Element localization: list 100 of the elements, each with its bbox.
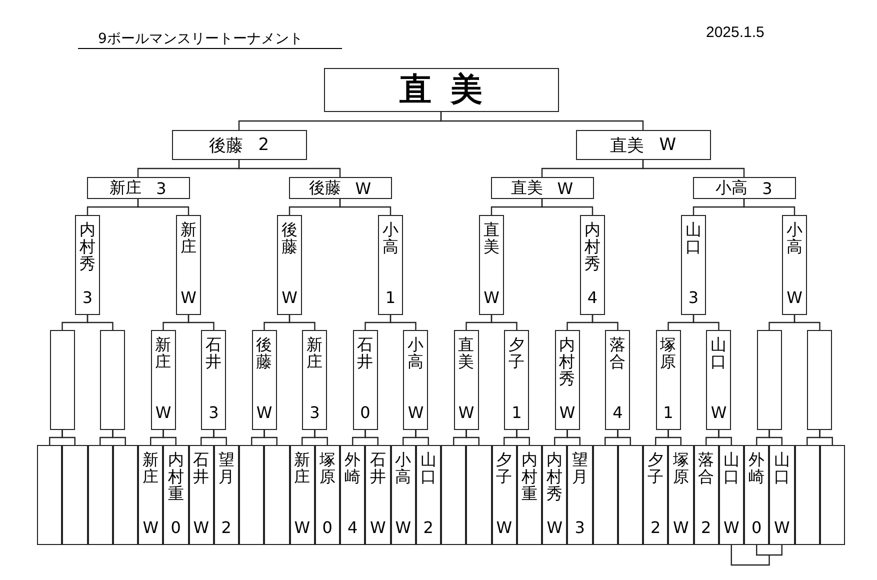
player-box	[163, 445, 188, 545]
player-box	[314, 445, 340, 545]
score: 4	[587, 290, 598, 306]
player-name: 新庄	[180, 222, 197, 256]
player-box	[340, 445, 366, 545]
bracket-line	[541, 199, 594, 215]
player-box	[504, 330, 530, 430]
bracket-line	[62, 430, 76, 445]
bracket-line	[213, 430, 227, 445]
bracket-line	[566, 430, 580, 445]
bracket-line	[642, 160, 745, 177]
bracket-line	[490, 315, 518, 330]
score: 3	[208, 405, 219, 421]
bracket-line	[668, 430, 682, 445]
player-box	[718, 445, 744, 545]
player-name: 内村重	[520, 452, 538, 502]
player-name: 直美	[399, 69, 502, 110]
player-box	[643, 445, 668, 545]
bracket-line	[743, 199, 796, 215]
player-box	[416, 445, 441, 545]
player-box	[288, 177, 392, 199]
score: 0	[170, 520, 181, 536]
player-name: 山口	[722, 452, 740, 486]
player-name: 直美	[458, 337, 475, 371]
player-box	[490, 177, 594, 199]
player-box	[290, 445, 315, 545]
player-name: 後藤	[308, 178, 341, 198]
player-box	[302, 330, 328, 430]
player-name: 塚原	[318, 452, 336, 486]
player-name: 塚原	[672, 452, 690, 486]
score: 4	[612, 405, 623, 421]
player-box	[706, 330, 732, 430]
player-name: 後藤	[208, 134, 243, 156]
player-box	[75, 215, 100, 315]
score: W	[193, 520, 210, 536]
player-name: 石井	[205, 337, 222, 371]
date-label: 2025.1.5	[706, 24, 764, 41]
score: 3	[762, 178, 772, 198]
player-name: 新庄	[110, 178, 142, 198]
player-box	[668, 445, 694, 545]
score: W	[370, 520, 386, 536]
bracket-line	[314, 430, 328, 445]
score: 2	[221, 520, 232, 536]
score: 3	[688, 290, 699, 306]
player-name: 小高	[786, 222, 803, 256]
score: W	[557, 178, 574, 198]
score: W	[355, 178, 372, 198]
score: W	[774, 520, 790, 536]
player-name: 小高	[394, 452, 412, 486]
player-name: 内村秀	[546, 452, 564, 502]
player-name: 石井	[369, 452, 386, 486]
score: 0	[360, 405, 370, 421]
player-box	[479, 215, 504, 315]
bracket-line	[238, 160, 341, 177]
score: 1	[385, 290, 396, 306]
player-name: 望月	[218, 452, 235, 486]
player-name: 夕子	[508, 337, 526, 371]
bracket-line	[730, 545, 770, 566]
score: 3	[156, 178, 166, 198]
player-name: 山口	[710, 337, 728, 371]
score: 4	[348, 520, 358, 536]
player-box	[214, 445, 239, 545]
score: 3	[82, 290, 93, 306]
player-box	[692, 177, 796, 199]
score: 0	[322, 520, 332, 536]
player-name: 小高	[407, 337, 424, 371]
player-box	[454, 330, 479, 430]
player-box	[172, 130, 306, 160]
score: W	[395, 520, 412, 536]
bracket-line	[794, 315, 820, 330]
player-box	[188, 445, 214, 545]
player-name: 内村秀	[584, 222, 601, 272]
player-name: 内村秀	[558, 337, 576, 388]
player-name: 新庄	[294, 452, 311, 486]
player-box	[277, 215, 302, 315]
empty-box	[62, 445, 88, 545]
player-name: 小高	[382, 222, 399, 256]
empty-box	[756, 330, 782, 430]
bracket-line	[339, 199, 392, 215]
player-name: 山口	[420, 452, 437, 486]
score: W	[484, 290, 500, 306]
empty-box	[239, 445, 264, 545]
player-box	[769, 445, 794, 545]
score: 0	[752, 520, 762, 536]
player-box	[694, 445, 719, 545]
bracket-line	[756, 545, 782, 556]
empty-box	[820, 445, 845, 545]
player-name: 石井	[192, 452, 210, 486]
empty-box	[50, 330, 75, 430]
score: W	[294, 520, 310, 536]
player-box	[252, 330, 277, 430]
empty-box	[100, 330, 126, 430]
player-box	[576, 130, 710, 160]
score: W	[710, 405, 727, 421]
player-name: 新庄	[154, 337, 172, 371]
bracket-line	[617, 430, 631, 445]
bracket-line	[112, 430, 126, 445]
player-box	[390, 445, 416, 545]
player-name: 塚原	[660, 337, 677, 371]
player-name: 夕子	[647, 452, 664, 486]
